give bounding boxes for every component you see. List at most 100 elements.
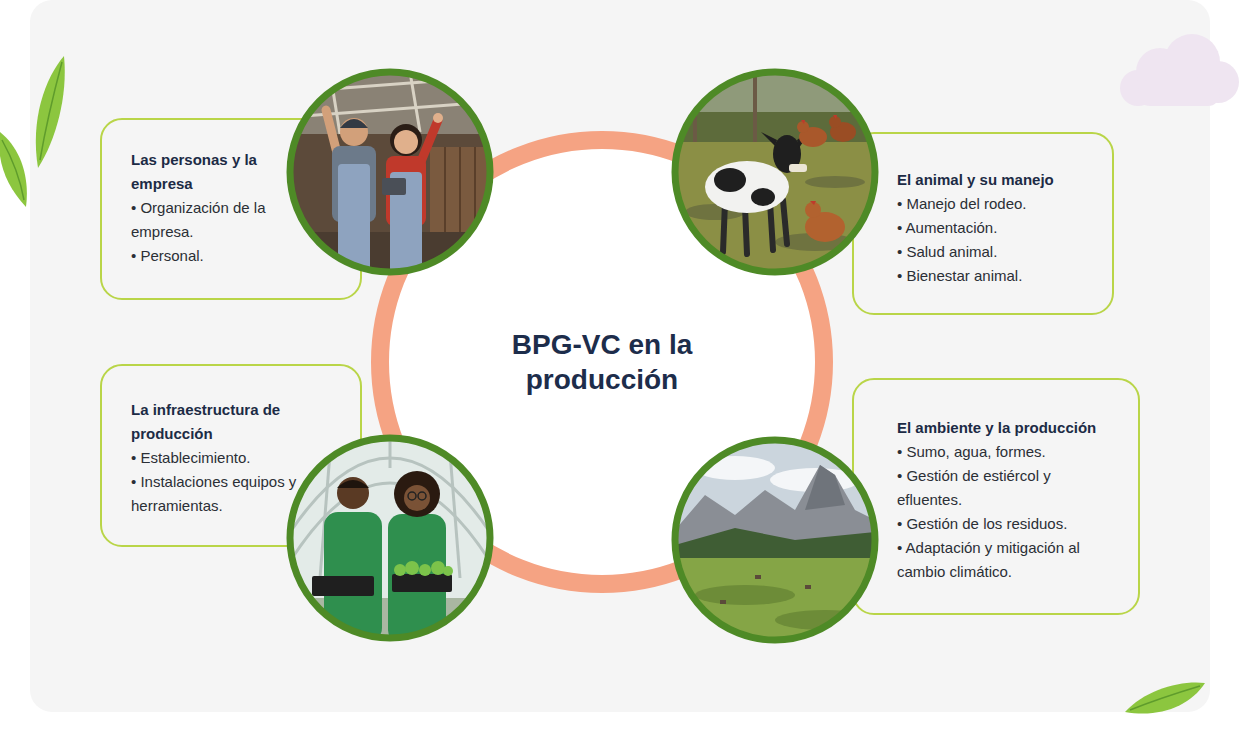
photo-goat-chickens-part [833,115,837,119]
photo-greenhouse-workers-part [337,480,369,488]
box-heading: El animal y su manejo [897,168,1102,192]
photo-goat-chickens-part [770,202,773,250]
photo-greenhouse-workers-part [408,492,416,500]
photo-people-barn-part [340,119,368,128]
info-box: El ambiente y la producción• Sumo, agua,… [852,378,1140,615]
box-item: • Gestión de los residuos. [897,512,1112,536]
photo-mountain-landscape [675,440,875,640]
box-item: • Salud animal. [897,240,1102,264]
photo-mountain-landscape-part [675,440,875,640]
photo-mountain-landscape-part [675,440,875,640]
photo-greenhouse-workers-part [405,561,419,575]
photo-mountain-landscape-part [720,600,726,604]
photo-greenhouse-workers-part [337,477,369,509]
photo-mountain-landscape-part [720,575,811,604]
box-heading: Las personas y la empresa [131,148,285,196]
photo-greenhouse-workers-part [418,492,426,500]
photo-people-barn-part [290,72,490,272]
photo-mountain-landscape-part [805,585,811,589]
photo-goat-chickens-part [751,188,775,206]
photo-goat-chickens-part [745,207,747,254]
photo-mountain-landscape-part [805,465,845,510]
box-item: • Personal. [131,244,285,268]
photo-people-barn-part [410,72,420,132]
photo-goat-chickens-part [797,121,809,133]
box-item: • Organización de la empresa. [131,196,285,244]
photo-people-barn-part [394,130,418,154]
leaf-decoration-part [0,132,27,207]
photo-greenhouse-workers-part [419,564,431,576]
leaf-decoration [1125,682,1205,713]
photo-mountain-landscape-part [675,440,875,640]
photo-goat-chickens-part [723,202,725,252]
photo-goat-chickens-part [797,115,856,242]
photo-goat-chickens-part [714,168,746,192]
leaf-decoration [0,56,65,207]
info-box: La infraestructura de producción• Establ… [100,364,362,547]
photo-goat-chickens-part [783,200,787,244]
photo-greenhouse-workers-part [408,492,426,500]
photo-mountain-landscape-part [695,585,795,605]
photo-mountain-landscape-part [675,558,875,640]
photo-greenhouse-workers-part [431,561,445,575]
photo-greenhouse-workers-part [443,566,453,576]
photo-people-barn-part [390,124,422,156]
center-circle: BPG-VC en la producción [371,131,833,593]
photo-people-barn-part [420,120,438,164]
photo-greenhouse-workers-part [392,574,452,592]
photo-goat-chickens-part [675,72,875,272]
photo-goat-chickens-part [789,164,807,172]
photo-goat-chickens-part [805,202,821,218]
photo-greenhouse-workers-part [404,485,430,511]
box-item: • Instalaciones equipos y herramientas. [131,470,301,518]
box-heading: El ambiente y la producción [897,416,1112,440]
photo-greenhouse-workers [280,438,500,644]
photo-people-barn-part [290,72,490,272]
photo-greenhouse-workers-part [394,471,440,517]
leaf-decoration-part [1125,682,1205,713]
box-item: • Manejo del rodeo. [897,192,1102,216]
photo-greenhouse-workers-part [450,453,460,578]
photo-goat-chickens-part [675,72,875,272]
photo-people-barn-part [290,72,490,272]
photo-goat-chickens-part [705,161,789,213]
photo-people-barn-part [290,77,490,92]
box-item: • Bienestar animal. [897,264,1102,288]
box-item: • Gestión de estiércol y efluentes. [897,464,1112,512]
ring-circle [380,140,824,584]
photo-greenhouse-workers-part [280,438,500,644]
photo-greenhouse-workers-part [290,438,490,638]
info-box: El animal y su manejo• Manejo del rodeo.… [852,132,1114,315]
photo-goat-chickens [675,72,875,272]
photo-greenhouse-workers-part [394,561,453,576]
info-box: Las personas y la empresa• Organización … [100,118,362,300]
box-item: • Aumentación. [897,216,1102,240]
background-panel: Las personas y la empresa• Organización … [30,0,1210,712]
photo-people-barn-part [433,113,443,123]
leaf-decoration-part [1130,686,1200,710]
photo-goat-chickens-part [801,120,805,124]
node-layer: Las personas y la empresa• Organización … [30,0,1210,712]
box-item: • Establecimiento. [131,446,301,470]
photo-greenhouse-workers-part [312,576,374,596]
photo-goat-chickens-part [761,132,777,146]
photo-greenhouse-workers-part [394,564,406,576]
box-heading: La infraestructura de producción [131,398,301,446]
photo-mountain-landscape-part [755,575,761,579]
photo-people-barn [290,72,490,272]
leaf-decoration-part [40,62,62,160]
leaf-decoration-part [36,56,65,168]
center-title: BPG-VC en la producción [457,327,747,397]
photo-goat-chickens-part [805,176,865,188]
photo-people-barn-part [340,118,368,146]
photo-goat-chickens-part [675,72,875,272]
ring-outline [371,131,833,593]
cloud-decoration-part [1138,80,1220,106]
photo-greenhouse-workers-part [389,438,392,468]
photo-goat-chickens-part [753,72,757,142]
leaf-decoration-part [2,140,24,200]
box-item: • Adaptación y mitigación al cambio clim… [897,536,1112,584]
photo-goat-chickens-part [675,72,875,112]
photo-people-barn-part [338,164,370,272]
cloud-decoration [1120,34,1239,106]
